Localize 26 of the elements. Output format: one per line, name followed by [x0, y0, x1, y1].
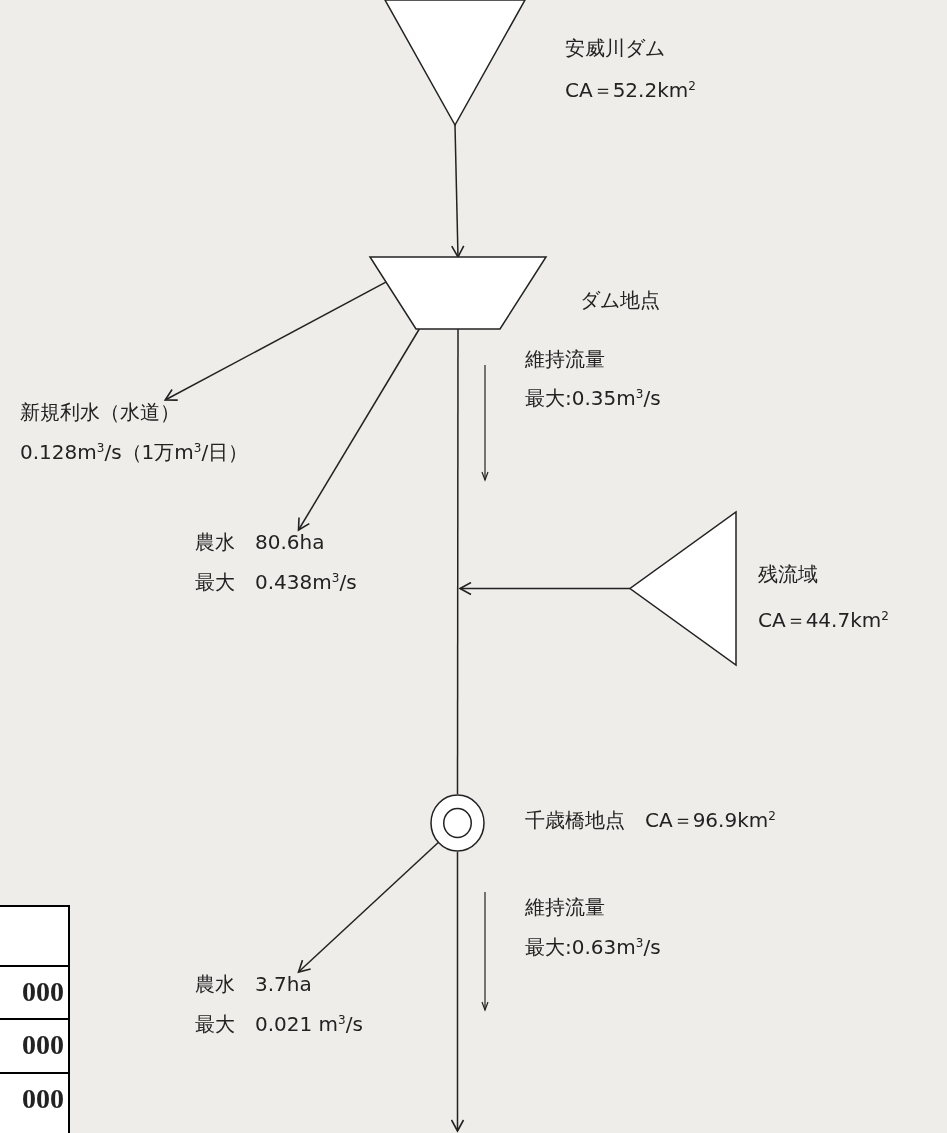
- node-caption: CA＝44.7km$^{2}$: [758, 608, 889, 632]
- flow-label: 最大:0.63m$^{3}$/s: [525, 935, 661, 959]
- flow-label: 維持流量: [525, 895, 605, 919]
- node-label: 新規利水（水道）: [20, 400, 180, 424]
- flow-label: 維持流量: [525, 347, 605, 371]
- flow-arrow: [459, 581, 631, 596]
- flow-arrow: [297, 328, 421, 531]
- node-caption: ダム地点: [580, 288, 660, 312]
- node-label: 最大 0.021 m$^{3}$/s: [195, 1012, 363, 1036]
- node-caption: 千歳橋地点: [525, 808, 625, 832]
- flow-arrow: [450, 124, 465, 258]
- flow-arrow: [450, 851, 465, 1132]
- node-label: 農水 3.7ha: [195, 972, 312, 996]
- node-label: 0.128m$^{3}$/s（1万m$^{3}$/日）: [20, 440, 249, 464]
- table-cell: 000: [0, 965, 70, 1020]
- node-label: 最大 0.438m$^{3}$/s: [195, 570, 357, 594]
- table-cell: 000: [0, 1018, 70, 1074]
- node-label: 農水 80.6ha: [195, 530, 325, 554]
- table-cell: 000: [0, 1072, 70, 1133]
- node-caption: 残流域: [758, 562, 818, 586]
- node-caption: CA＝96.9km$^{2}$: [645, 808, 776, 832]
- flow-arrow: [164, 281, 387, 401]
- river-line: [456, 328, 459, 795]
- node-caption: 安威川ダム: [565, 36, 665, 60]
- flow-label: 最大:0.35m$^{3}$/s: [525, 386, 661, 410]
- node-caption: CA＝52.2km$^{2}$: [565, 78, 696, 102]
